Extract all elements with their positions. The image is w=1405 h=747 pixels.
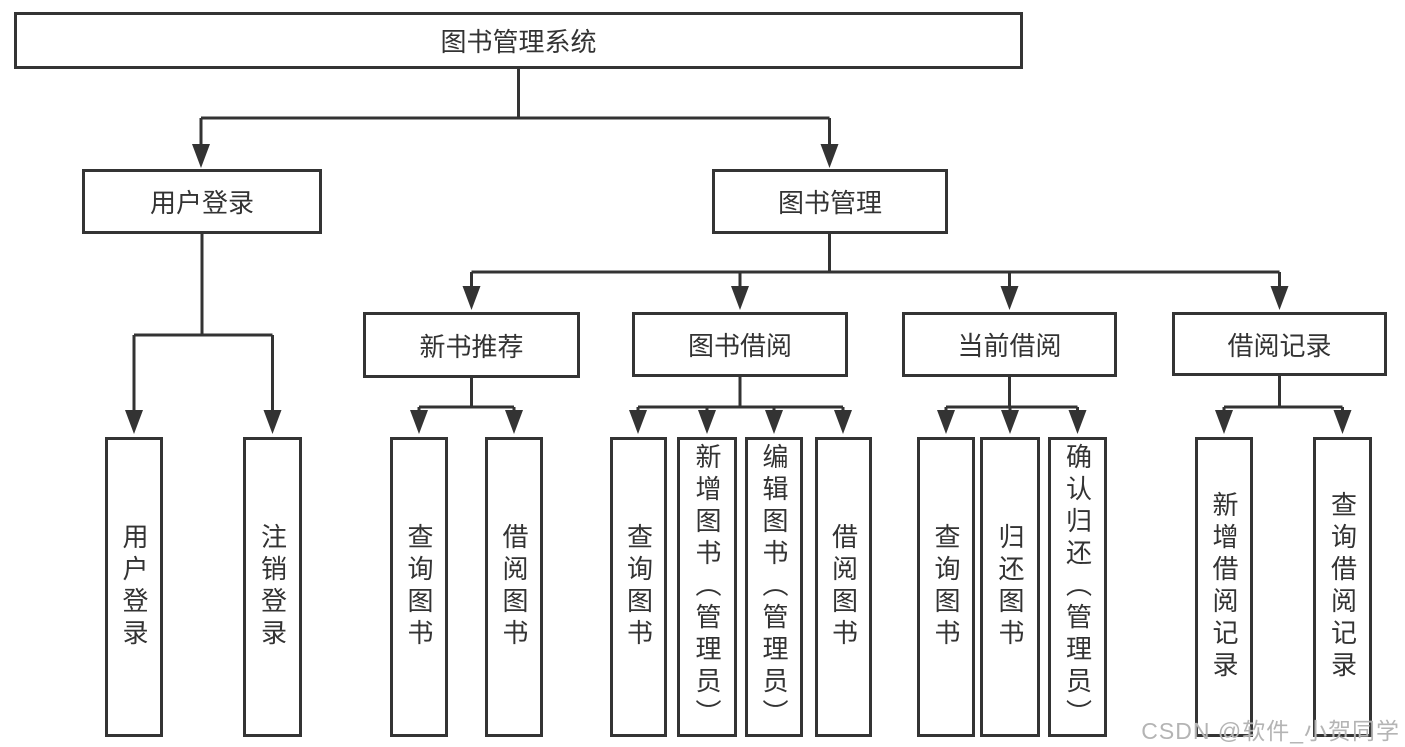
leaf-borrow-query-book: 查询图书	[610, 437, 667, 737]
leaf-recommend-borrow-book: 借阅图书	[485, 437, 543, 737]
node-user-login: 用户登录	[82, 169, 322, 234]
leaf-borrow-add-book-admin: 新增图书（管理员）	[677, 437, 737, 737]
node-book-borrow: 图书借阅	[632, 312, 848, 377]
leaf-user-login: 用户登录	[105, 437, 163, 737]
leaf-records-add-borrow-record: 新增借阅记录	[1195, 437, 1253, 737]
leaf-logout: 注销登录	[243, 437, 302, 737]
leaf-current-return-book: 归还图书	[980, 437, 1040, 737]
leaf-recommend-query-book: 查询图书	[390, 437, 448, 737]
node-current-borrow: 当前借阅	[902, 312, 1117, 377]
leaf-current-confirm-return-admin: 确认归还（管理员）	[1048, 437, 1107, 737]
node-borrow-records: 借阅记录	[1172, 312, 1387, 376]
leaf-records-query-borrow-record: 查询借阅记录	[1313, 437, 1372, 737]
leaf-borrow-borrow-book: 借阅图书	[815, 437, 872, 737]
leaf-current-query-book: 查询图书	[917, 437, 975, 737]
node-root-library-system: 图书管理系统	[14, 12, 1023, 69]
leaf-borrow-edit-book-admin: 编辑图书（管理员）	[745, 437, 803, 737]
node-book-management: 图书管理	[712, 169, 948, 234]
node-new-book-recommend: 新书推荐	[363, 312, 580, 378]
csdn-watermark: CSDN @软件_小贺同学	[1141, 718, 1400, 744]
